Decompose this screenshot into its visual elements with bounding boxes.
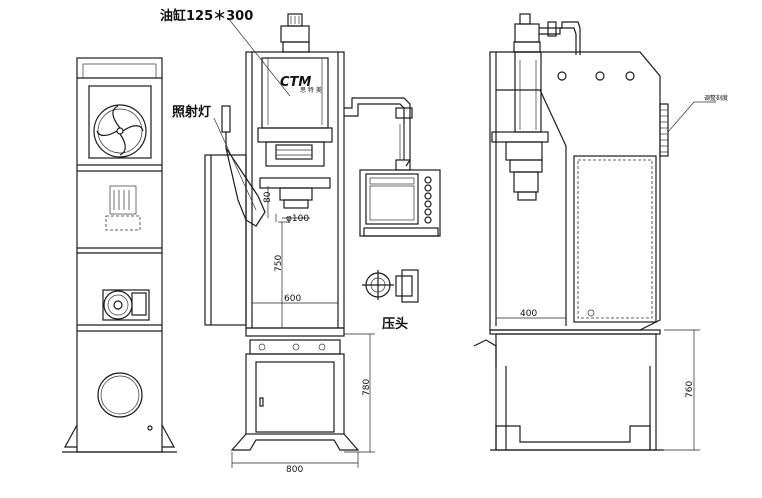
press-front-view: CTM 思 特 美: [204, 13, 375, 468]
work-lamp-icon: [221, 105, 266, 227]
dim-800: 800: [286, 465, 303, 475]
electric-components: [105, 185, 141, 231]
oil-tank-port-icon: [97, 372, 143, 418]
cabinet-front-view: [62, 57, 177, 453]
press-side-view: [473, 13, 716, 451]
logo-subtext: 思 特 美: [300, 86, 322, 94]
brand-logo: CTM 思 特 美: [280, 75, 322, 94]
handwheel-label: 调整刻度: [704, 94, 728, 102]
dim-80: 80: [263, 191, 273, 203]
dim-760: 760: [685, 381, 695, 398]
lamp-label: 照射灯: [172, 104, 211, 120]
dim-phi100: φ100: [286, 214, 309, 224]
control-panel-assembly: [344, 97, 441, 237]
dim-400: 400: [520, 309, 537, 319]
press-head-label: 压头: [382, 316, 408, 332]
dim-600: 600: [284, 294, 301, 304]
press-head-detail: [362, 269, 419, 303]
dim-750: 750: [274, 255, 284, 272]
motor-icon: [102, 289, 150, 321]
adjust-handwheel-icon: [659, 103, 669, 157]
panel-buttons: [424, 176, 432, 224]
cylinder-label: 油缸125＊300: [160, 8, 253, 24]
logo-text: CTM: [280, 75, 311, 90]
cooling-fan-icon: [93, 104, 147, 158]
dim-780: 780: [362, 379, 372, 396]
